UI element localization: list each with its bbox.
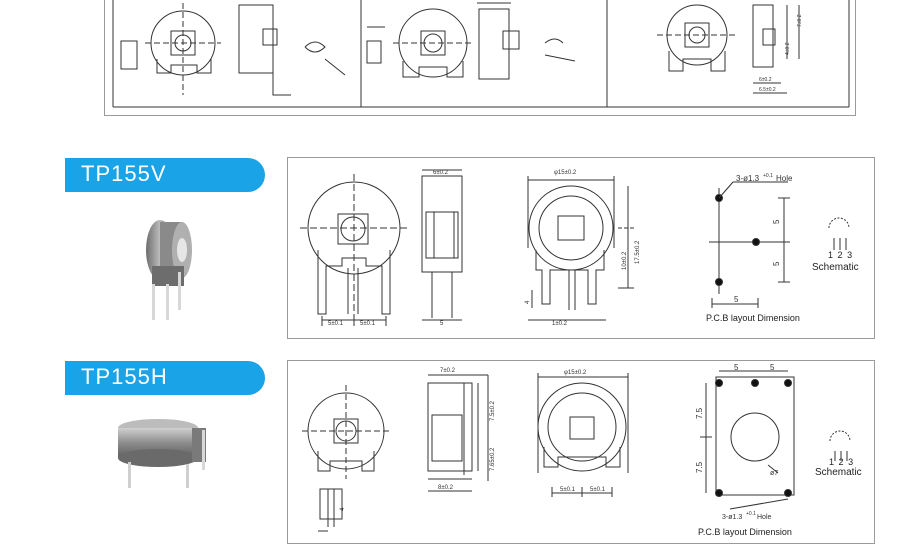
tp155h-hole-word: Hole: [757, 514, 772, 521]
tp155v-pin-1: 1: [828, 250, 835, 260]
tp155h-title: TP155H: [81, 364, 168, 389]
tp155h-hole-note: 3-ø1.3: [722, 514, 742, 521]
tp155h-dim-v2: 7.65±0.2: [490, 447, 496, 471]
tp155h-hole-tol: +0.1: [746, 511, 756, 517]
tp155h-schematic-label: Schematic: [815, 467, 862, 478]
tp155v-pin-3: 3: [847, 250, 854, 260]
tp155h-drawings: 7±0.2 φ15±0.2 7.5±0.2 7.65±0.2 8±0.2 4 5…: [302, 363, 851, 532]
tp155v-hole-word: Hole: [776, 174, 793, 183]
tp155h-schematic-pins: 1 2 3: [829, 457, 854, 467]
tp155v-pcb-v1: 5: [772, 219, 781, 224]
tp155h-pcb-caption: P.C.B layout Dimension: [698, 527, 792, 537]
tp155h-drawing-panel: 7±0.2 φ15±0.2 7.5±0.2 7.65±0.2 8±0.2 4 5…: [287, 360, 875, 544]
top-dim-4: 6.5±0.2: [759, 87, 776, 93]
tp155h-dim-pitch-a: 5±0.1: [560, 487, 576, 493]
tp155v-dim-pitch-a: 5±0.1: [328, 321, 344, 327]
tp155h-pcb-top2: 5: [770, 363, 775, 372]
top-drawings: 4±0.2 7±0.2 6±0.2 6.5±0.2: [112, 0, 850, 108]
tp155v-pcb-v2: 5: [772, 261, 781, 266]
tp155v-title-tab: TP155V: [65, 158, 265, 192]
tp155h-pin-3: 3: [848, 457, 855, 467]
tp155h-pcb-v1: 7.5: [695, 407, 704, 419]
tp155v-dim-h1: 10±0.2: [622, 251, 628, 270]
tp155v-dim-bottom: 1±0.2: [552, 321, 568, 327]
tp155v-pcb-h: 5: [734, 295, 739, 304]
tp155v-drawing-panel: 6±0.2 φ15±0.2 3-ø1.3 +0.1 Hole 10±0.2 17…: [287, 157, 875, 339]
tp155v-product-photo: [146, 220, 192, 320]
tp155h-title-tab: TP155H: [65, 361, 265, 395]
tp155v-schematic-label: Schematic: [812, 262, 859, 273]
tp155h-pcb-v2: 7.5: [695, 461, 704, 473]
top-dim-3: 6±0.2: [759, 77, 772, 83]
tp155h-center-hole: ø7: [770, 470, 778, 477]
tp155h-pin-1: 1: [829, 457, 836, 467]
tp155v-dim-pin: 4: [525, 300, 531, 304]
top-dim-1: 4±0.2: [785, 42, 791, 55]
tp155h-dim-pitch-b: 5±0.1: [590, 487, 606, 493]
tp155h-dim-width: 7±0.2: [440, 368, 456, 374]
tp155h-pin-2: 2: [838, 457, 845, 467]
tp155h-dim-v1: 7.5±0.2: [490, 400, 496, 421]
tp155v-dim-side-pitch: 5: [440, 321, 444, 327]
tp155v-schematic-pins: 1 2 3: [828, 250, 853, 260]
top-drawing-panel: 4±0.2 7±0.2 6±0.2 6.5±0.2: [104, 0, 856, 116]
top-dim-2: 7±0.2: [797, 14, 803, 27]
tp155h-product-photo: [118, 419, 206, 488]
tp155v-dim-h2: 17.5±0.2: [635, 240, 641, 264]
tp155v-title: TP155V: [81, 161, 167, 186]
tp155h-dim-diameter: φ15±0.2: [564, 370, 587, 376]
tp155v-pcb-caption: P.C.B layout Dimension: [706, 313, 800, 323]
tp155v-dim-pitch-b: 5±0.1: [360, 321, 376, 327]
tp155h-pcb-top1: 5: [734, 363, 739, 372]
tp155v-drawings: 6±0.2 φ15±0.2 3-ø1.3 +0.1 Hole 10±0.2 17…: [300, 169, 850, 327]
tp155v-dim-width: 6±0.2: [433, 170, 449, 176]
tp155v-hole-note: 3-ø1.3: [736, 174, 760, 183]
tp155v-pin-2: 2: [837, 250, 844, 260]
tp155h-dim-bottom: 8±0.2: [438, 485, 454, 491]
tp155v-dim-diameter: φ15±0.2: [554, 170, 577, 176]
tp155v-hole-tol: +0.1: [763, 173, 773, 179]
tp155h-dim-pin: 4: [340, 507, 346, 511]
